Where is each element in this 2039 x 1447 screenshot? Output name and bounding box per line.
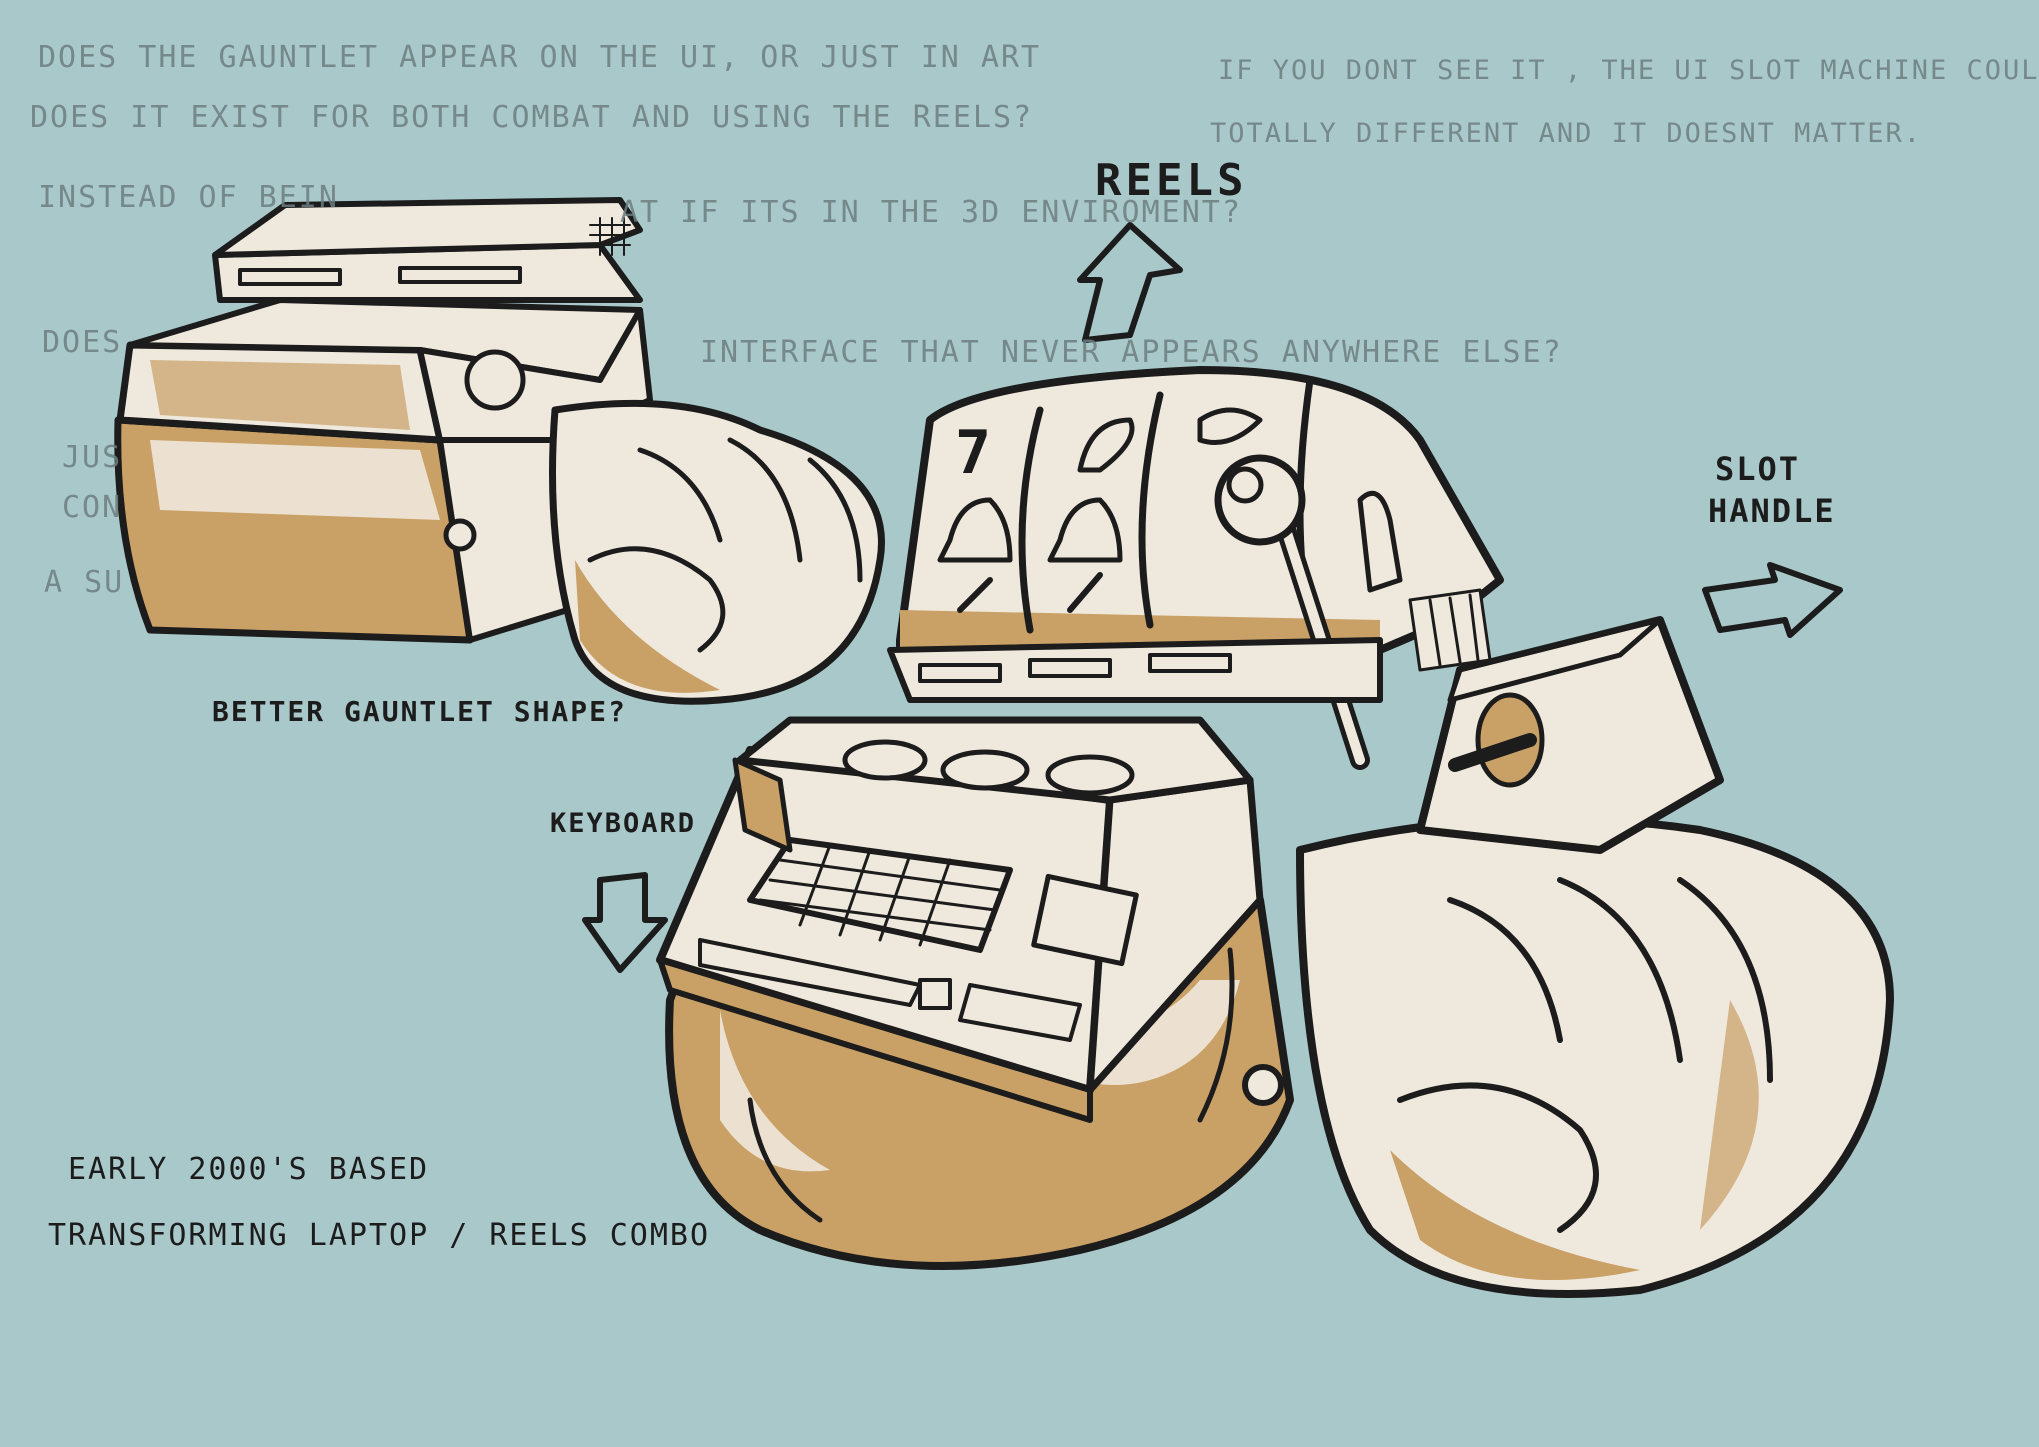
reel-symbol-seven: 7 [955,418,992,488]
keypad-grid [747,837,1013,953]
note-instead-b: at if its in the 3d enviroment? [620,195,1242,230]
keyboard-label: Keyboard [550,808,697,839]
slot-gauntlet [656,366,1894,1298]
note-instead-a: Instead of bein [38,180,339,215]
note-does-a: Does [42,325,123,360]
note-con: con [62,490,123,525]
note-combat-reels: Does it exist for both combat and using … [30,100,1034,135]
left-gauntlet [114,197,885,705]
keyboard-arrow-icon [582,872,668,973]
note-just: Jus [62,440,123,475]
note-a-su: a su [44,565,125,600]
note-does-b: interface that never appears anywhere el… [700,335,1563,370]
transforming-laptop-label: transforming laptop / reels combo [48,1218,711,1253]
reels-label: Reels [1095,155,1248,206]
better-gauntlet-label: Better gauntlet shape? [212,695,627,728]
slot-handle-label-line1: Slot [1715,450,1801,488]
note-totally-different: totally different and it doesnt matter. [1210,118,1922,149]
slot-handle-label-line2: handle [1708,492,1836,530]
note-dont-see: If you dont see it , the ui slot machine… [1218,55,2039,86]
reels-arrow-icon [1077,222,1183,343]
early-2000s-label: Early 2000's based [68,1152,430,1187]
note-gauntlet-ui: Does the gauntlet appear on the UI, or j… [38,40,1042,75]
slot-handle-arrow-icon [1702,562,1843,638]
